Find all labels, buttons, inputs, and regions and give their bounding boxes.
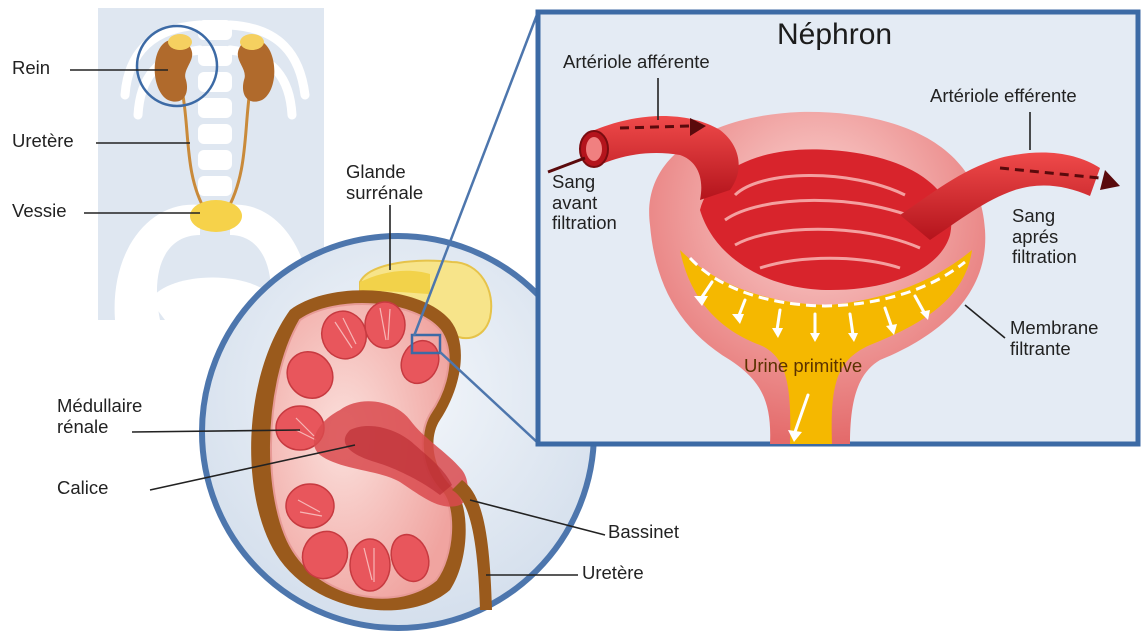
label-medullaire-renale: Médullaire rénale — [57, 396, 142, 437]
label-line: Membrane — [1010, 318, 1098, 339]
label-line: filtration — [552, 213, 617, 234]
label-line: aprés — [1012, 227, 1077, 248]
label-line: Sang — [552, 172, 617, 193]
label-membrane-filtrante: Membrane filtrante — [1010, 318, 1098, 359]
label-calice: Calice — [57, 478, 108, 499]
label-line: Sang — [1012, 206, 1077, 227]
label-line: Glande — [346, 162, 423, 183]
label-arteriole-afferente: Artériole afférente — [563, 52, 710, 73]
label-sang-avant-filtration: Sang avant filtration — [552, 172, 617, 234]
label-rein: Rein — [12, 58, 50, 79]
label-urine-primitive: Urine primitive — [744, 356, 862, 377]
label-bassinet: Bassinet — [608, 522, 679, 543]
label-glande-surrenale: Glande surrénale — [346, 162, 423, 203]
label-vessie: Vessie — [12, 201, 67, 222]
label-line: filtration — [1012, 247, 1077, 268]
label-line: rénale — [57, 417, 142, 438]
label-arteriole-efferente: Artériole efférente — [930, 86, 1077, 107]
kidney-section — [202, 236, 594, 628]
label-line: avant — [552, 193, 617, 214]
label-uretere-body: Uretère — [12, 131, 74, 152]
label-sang-apres-filtration: Sang aprés filtration — [1012, 206, 1077, 268]
label-line: surrénale — [346, 183, 423, 204]
nephron-title: Néphron — [777, 18, 892, 52]
label-uretere-kidney: Uretère — [582, 563, 644, 584]
label-line: filtrante — [1010, 339, 1098, 360]
label-line: Médullaire — [57, 396, 142, 417]
